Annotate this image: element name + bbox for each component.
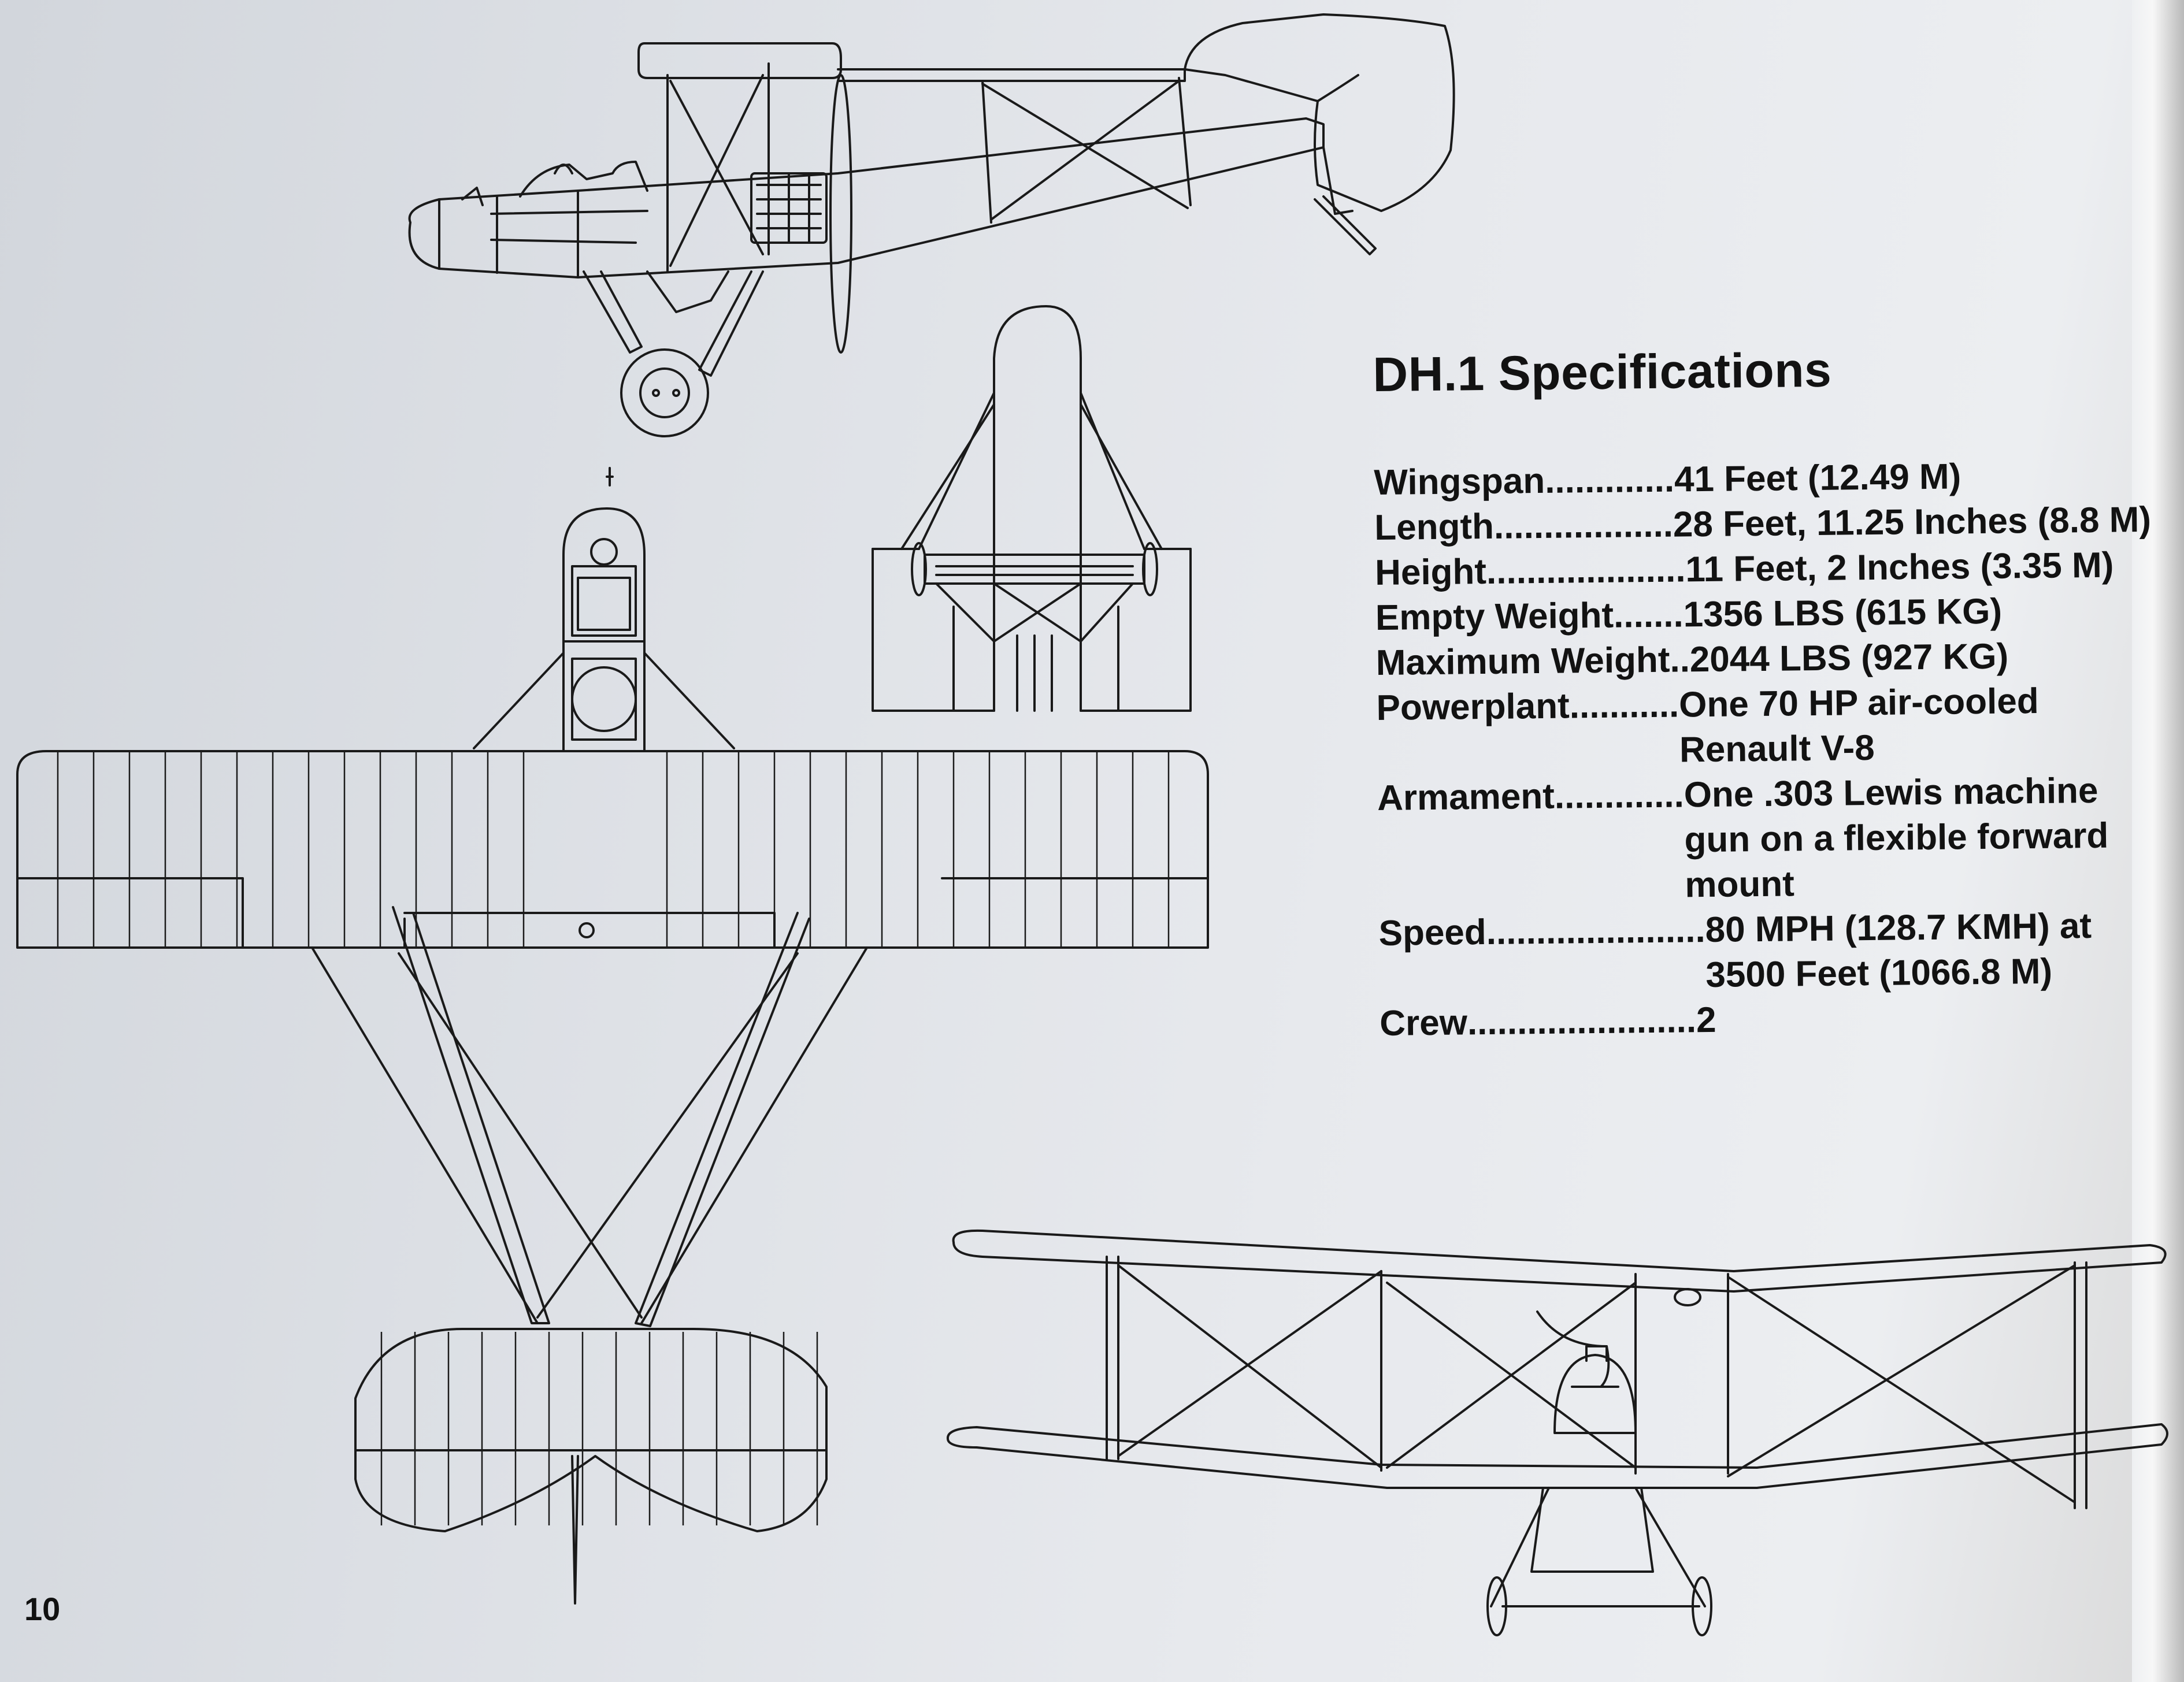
spec-leader-dots: ..................	[1493, 504, 1674, 547]
spec-label: Height	[1374, 551, 1487, 593]
spec-row: Speed......................80 MPH (128.7…	[1378, 903, 2160, 1001]
top-view-drawing	[16, 467, 1209, 1605]
spec-value: 28 Feet, 11.25 Inches (8.8 M)	[1673, 499, 2152, 545]
spec-label: Speed	[1378, 912, 1487, 953]
spec-row: Length..................28 Feet, 11.25 I…	[1374, 497, 2155, 551]
spec-label: Powerplant	[1376, 686, 1570, 728]
specs-title: DH.1 Specifications	[1373, 342, 1832, 402]
spec-leader-dots: .............	[1544, 459, 1675, 501]
spec-value: 11 Feet, 2 Inches (3.35 M)	[1685, 545, 2114, 590]
spec-value: 41 Feet (12.49 M)	[1674, 456, 1961, 500]
spec-label: Length	[1374, 506, 1495, 548]
spec-label: Armament	[1377, 776, 1555, 818]
spec-leader-dots: .......	[1613, 595, 1684, 636]
spec-label: Crew	[1379, 1002, 1468, 1044]
spec-label: Maximum Weight	[1375, 640, 1670, 683]
specifications-panel: DH.1 Specifications Wingspan............…	[1373, 339, 2160, 1046]
spec-leader-dots: .......................	[1467, 1000, 1697, 1043]
spec-value: One 70 HP air-cooled Renault V-8	[1678, 681, 2040, 770]
page-number: 10	[24, 1591, 61, 1627]
spec-row: Armament.............One .303 Lewis mach…	[1377, 768, 2159, 911]
spec-row: Height....................11 Feet, 2 Inc…	[1375, 543, 2156, 596]
spec-value: 2044 LBS (927 KG)	[1689, 636, 2009, 680]
spec-row: Powerplant...........One 70 HP air-coole…	[1376, 678, 2157, 776]
spec-value: 80 MPH (128.7 KMH) at 3500 Feet (1066.8 …	[1705, 906, 2092, 996]
spec-leader-dots: ..	[1670, 640, 1690, 680]
spec-row: Maximum Weight..2044 LBS (927 KG)	[1375, 633, 2156, 686]
spec-leader-dots: ....................	[1486, 549, 1686, 592]
spec-leader-dots: .............	[1554, 775, 1685, 816]
spec-row: Crew.......................2	[1380, 993, 2160, 1046]
front-view-drawing	[946, 1229, 2168, 1636]
spec-leader-dots: ......................	[1486, 910, 1705, 952]
side-view-drawing	[408, 13, 1455, 437]
spec-value: 2	[1696, 1000, 1716, 1041]
spec-row: Empty Weight.......1356 LBS (615 KG)	[1375, 588, 2156, 641]
spec-label: Empty Weight	[1375, 595, 1614, 638]
wing-ribs	[57, 752, 1170, 1525]
spec-label: Wingspan	[1374, 461, 1545, 503]
spec-row: Wingspan.............41 Feet (12.49 M)	[1374, 452, 2155, 506]
spec-leader-dots: ...........	[1569, 685, 1679, 726]
spec-value: One .303 Lewis machine gun on a flexible…	[1684, 770, 2109, 905]
rear-view-drawing	[872, 305, 1192, 712]
spec-value: 1356 LBS (615 KG)	[1683, 591, 2003, 635]
specs-list: Wingspan.............41 Feet (12.49 M)Le…	[1374, 452, 2160, 1046]
page-edge	[2132, 0, 2184, 1682]
